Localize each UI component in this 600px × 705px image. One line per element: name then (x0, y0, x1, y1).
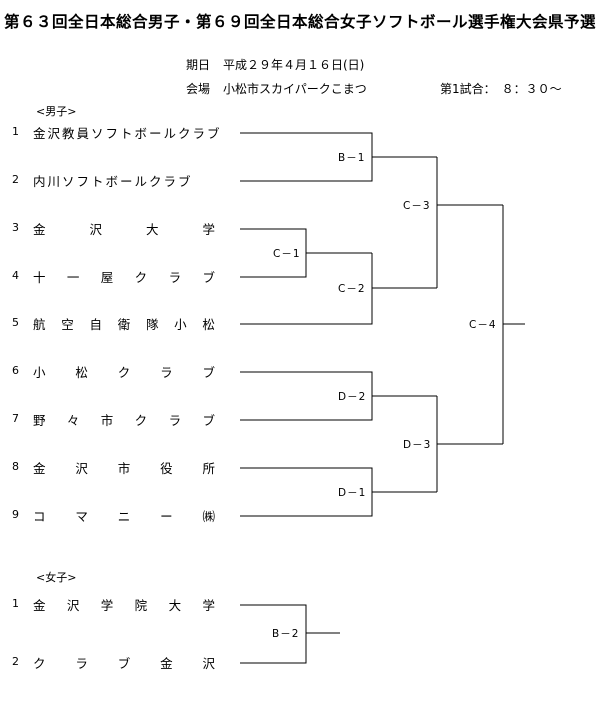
team-name-char: ラ (160, 365, 173, 380)
team-name-char: 院 (134, 598, 148, 613)
men-team-name: 航空自衛隊小松 (33, 314, 215, 333)
bracket-line-d3 (436, 396, 503, 492)
men-team-name: コ マ ニ ー ㈱ (33, 506, 215, 525)
bracket-line-c3 (436, 157, 503, 288)
team-name-char: ー (160, 509, 173, 524)
team-name-char: 市 (100, 413, 114, 428)
date-label: 期日 (186, 58, 211, 72)
venue-label: 会場 (186, 82, 211, 96)
team-name-char: 沢 (202, 656, 215, 671)
team-name-char: ブ (117, 656, 131, 671)
team-name-char: 役 (160, 461, 173, 476)
men-team-number: 5 (12, 316, 19, 329)
venue-value: 小松市スカイパークこまつ (223, 82, 367, 96)
team-name-char: 金 (33, 598, 46, 613)
men-team-name: 金沢教員ソフトボールクラブ (33, 126, 222, 141)
men-team-number: 7 (12, 412, 19, 425)
team-name-char: 野 (33, 413, 46, 428)
team-name-char: 学 (202, 598, 215, 613)
team-name-char: 沢 (66, 598, 80, 613)
team-name-char: 々 (66, 413, 80, 428)
team-name-char: 隊 (145, 317, 159, 332)
team-name-char: 金 (160, 656, 173, 671)
bracket-line-c2 (240, 253, 437, 325)
team-name-char: 小 (174, 317, 187, 332)
men-team-number: 2 (12, 173, 19, 186)
men-team-name: 小松クラブ (33, 362, 215, 381)
team-name-char: 衛 (117, 317, 131, 332)
team-name-char: 空 (61, 317, 74, 332)
women-section-label: <女子> (36, 571, 77, 584)
women-team-number: 2 (12, 655, 19, 668)
team-name-char: ク (134, 413, 148, 428)
first-match-time: 第1試合： ８：３０～ (440, 82, 562, 96)
team-name-char: マ (75, 509, 88, 524)
team-name-char: 大 (168, 598, 182, 613)
men-team-name: 金沢大学 (33, 219, 215, 238)
men-team-number: 9 (12, 508, 19, 521)
match-label-c2: C－2 (338, 283, 366, 295)
match-label-b2: B－2 (272, 628, 300, 640)
bracket-line-c4 (502, 205, 525, 444)
bracket-line-b2 (240, 604, 340, 664)
match-label-b1: B－1 (338, 152, 366, 164)
team-name-char: 松 (202, 317, 215, 332)
team-name-char: ブ (202, 270, 215, 285)
bracket-line-d2 (240, 371, 437, 421)
team-name-char: 小 (33, 365, 46, 380)
men-team-number: 4 (12, 269, 19, 282)
men-team-number: 6 (12, 364, 19, 377)
team-name-char: ラ (168, 270, 182, 285)
team-name-char: ニ (117, 509, 131, 524)
men-team-name: 金沢市役所 (33, 458, 215, 477)
team-name-char: 十 (33, 270, 46, 285)
team-name-char: 市 (117, 461, 131, 476)
team-name-char: 大 (145, 222, 159, 237)
team-name-char: ラ (168, 413, 182, 428)
men-team-number: 1 (12, 125, 19, 138)
match-label-c4: C－4 (469, 319, 497, 331)
men-team-name: 十一屋クラブ (33, 267, 215, 286)
date-value: 平成２９年４月１６日(日) (223, 58, 365, 72)
page-title: 第６３回全日本総合男子・第６９回全日本総合女子ソフトボール選手権大会県予選 (3, 13, 596, 31)
team-name-char: ク (33, 656, 46, 671)
team-name-char: コ (33, 509, 46, 524)
men-team-name: 内川ソフトボールクラブ (33, 174, 193, 189)
men-team-number: 3 (12, 221, 19, 234)
team-name-char: 一 (66, 270, 80, 285)
team-name-char: 金 (33, 222, 46, 237)
match-label-d1: D－1 (338, 487, 367, 499)
match-label-d3: D－3 (403, 439, 432, 451)
team-name-char: 学 (202, 222, 215, 237)
women-team-name: クラブ金沢 (33, 653, 215, 672)
men-team-name: 野々市クラブ (33, 410, 215, 429)
team-name-char: 所 (202, 461, 215, 476)
team-name-char: ラ (75, 656, 88, 671)
match-label-d2: D－2 (338, 391, 367, 403)
match-label-c3: C－3 (403, 200, 431, 212)
team-name-char: 松 (75, 365, 88, 380)
team-name-char: 学 (100, 598, 114, 613)
team-name-char: 沢 (89, 222, 102, 237)
team-name-char: ブ (202, 365, 215, 380)
bracket-line-d1 (240, 467, 437, 517)
team-name-char: ブ (202, 413, 215, 428)
team-name-char: ク (134, 270, 148, 285)
bracket-line-b1 (240, 132, 437, 182)
women-team-number: 1 (12, 597, 19, 610)
team-name-char: 自 (89, 317, 102, 332)
match-label-c1: C－1 (273, 248, 301, 260)
team-name-char: 航 (33, 317, 46, 332)
men-team-number: 8 (12, 460, 19, 473)
team-name-char: ク (117, 365, 131, 380)
bracket-line-c1 (240, 228, 372, 278)
men-section-label: <男子> (36, 105, 77, 118)
team-name-char: 屋 (100, 270, 114, 285)
women-team-name: 金沢学院大学 (33, 595, 215, 614)
team-name-char: 沢 (75, 461, 88, 476)
team-name-char: ㈱ (202, 509, 215, 524)
team-name-char: 金 (33, 461, 46, 476)
